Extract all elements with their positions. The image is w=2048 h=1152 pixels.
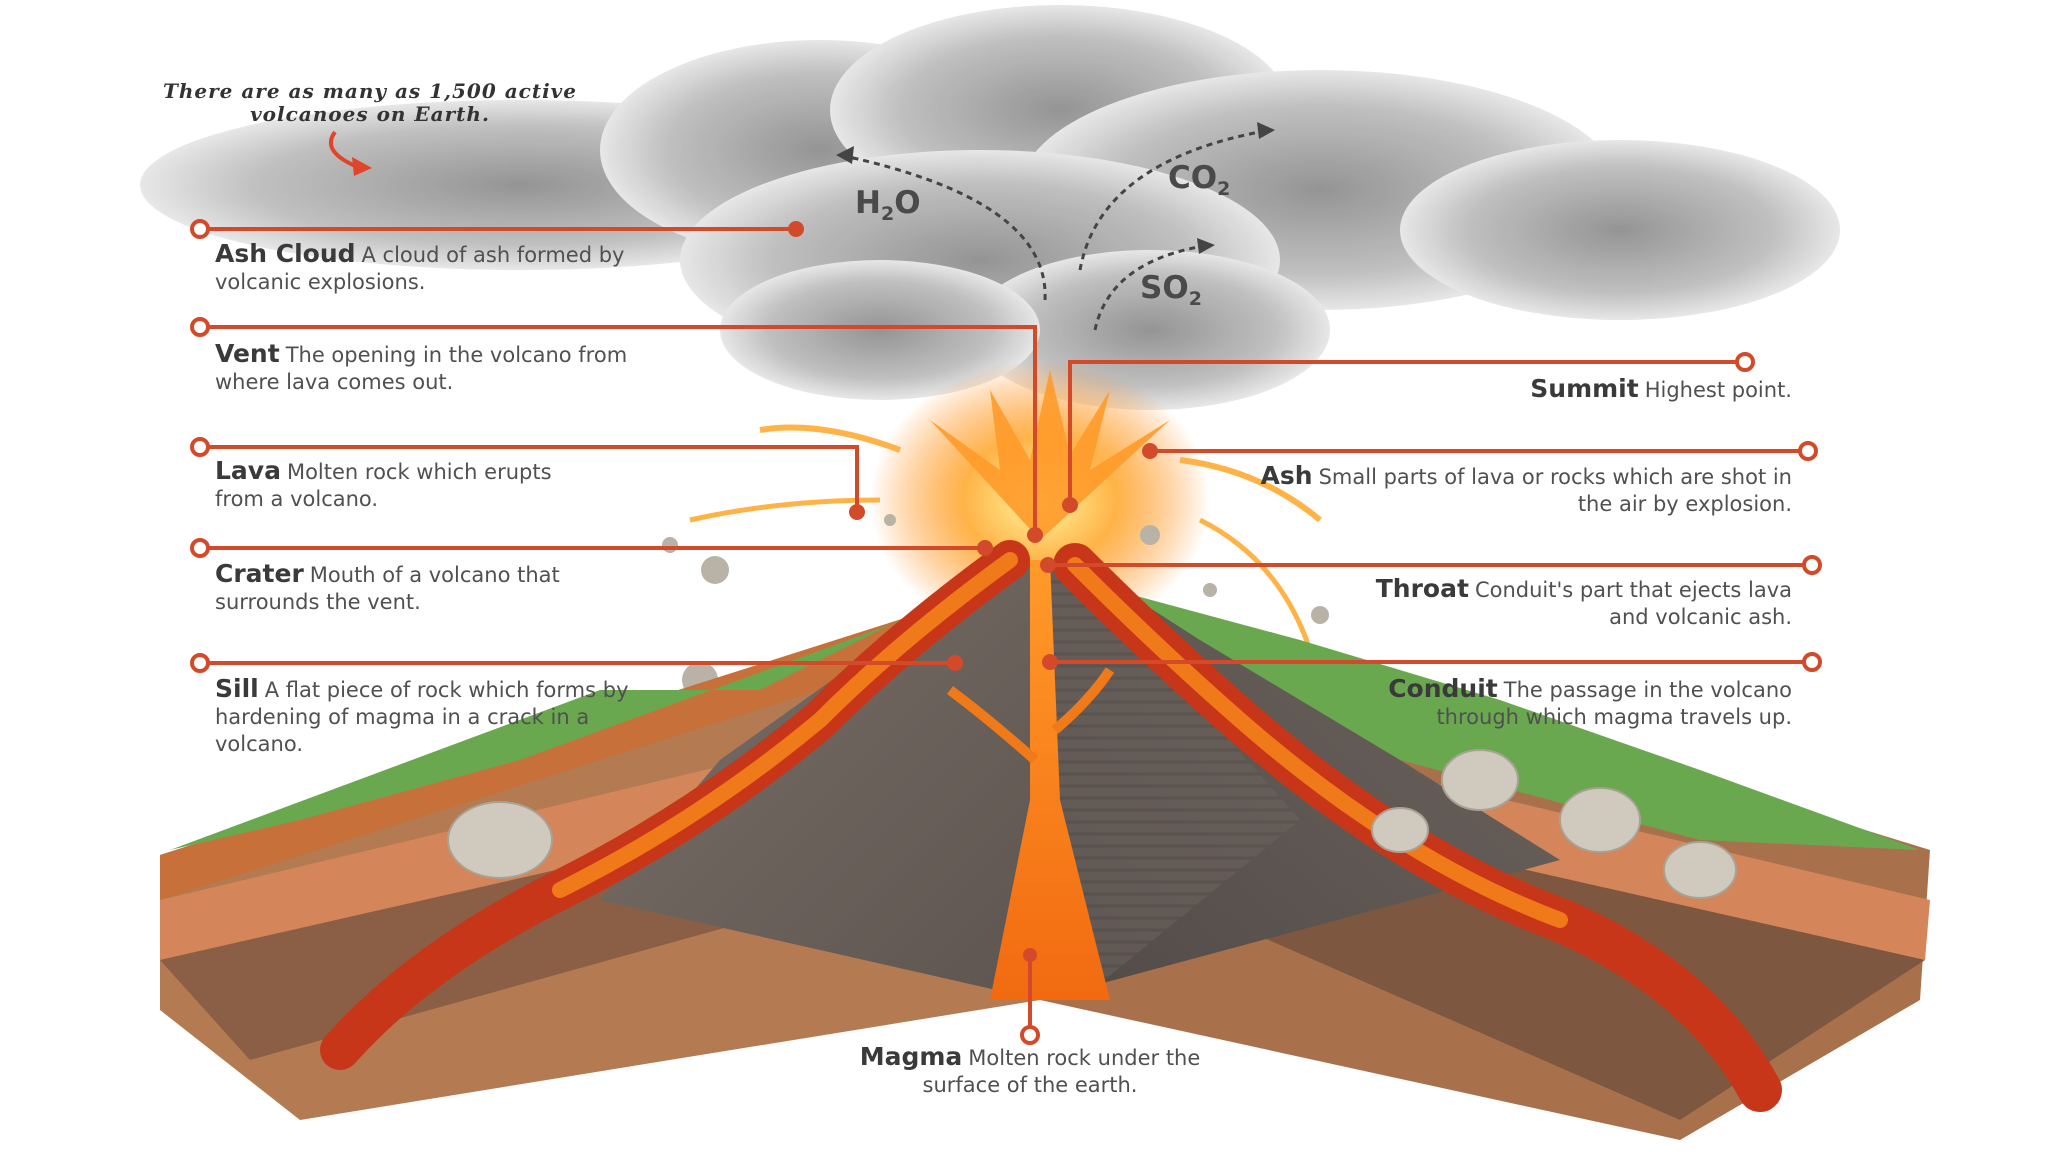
leader-vent — [200, 325, 1037, 535]
gas-arrows — [839, 128, 1271, 331]
flying-rocks — [662, 514, 1329, 698]
gas-so2: SO2 — [1140, 270, 1202, 311]
leader-end-rings — [190, 219, 1822, 1045]
volcano-slope-left — [600, 560, 1040, 1000]
gas-co2: CO2 — [1168, 160, 1231, 201]
leader-lines — [200, 227, 1812, 1035]
gas-arrow-heads — [836, 122, 1275, 254]
gas-h2o: H2O — [855, 185, 921, 226]
grass-surface — [170, 570, 1920, 850]
leader-lava — [200, 445, 859, 512]
volcano-fact: There are as many as 1,500 active volcan… — [162, 79, 578, 126]
magma-conduit — [946, 560, 1115, 1000]
leader-target-dots — [788, 221, 1158, 962]
fact-arrow-head — [352, 157, 372, 176]
leader-summit — [1068, 360, 1745, 505]
boulders — [447, 749, 1737, 899]
